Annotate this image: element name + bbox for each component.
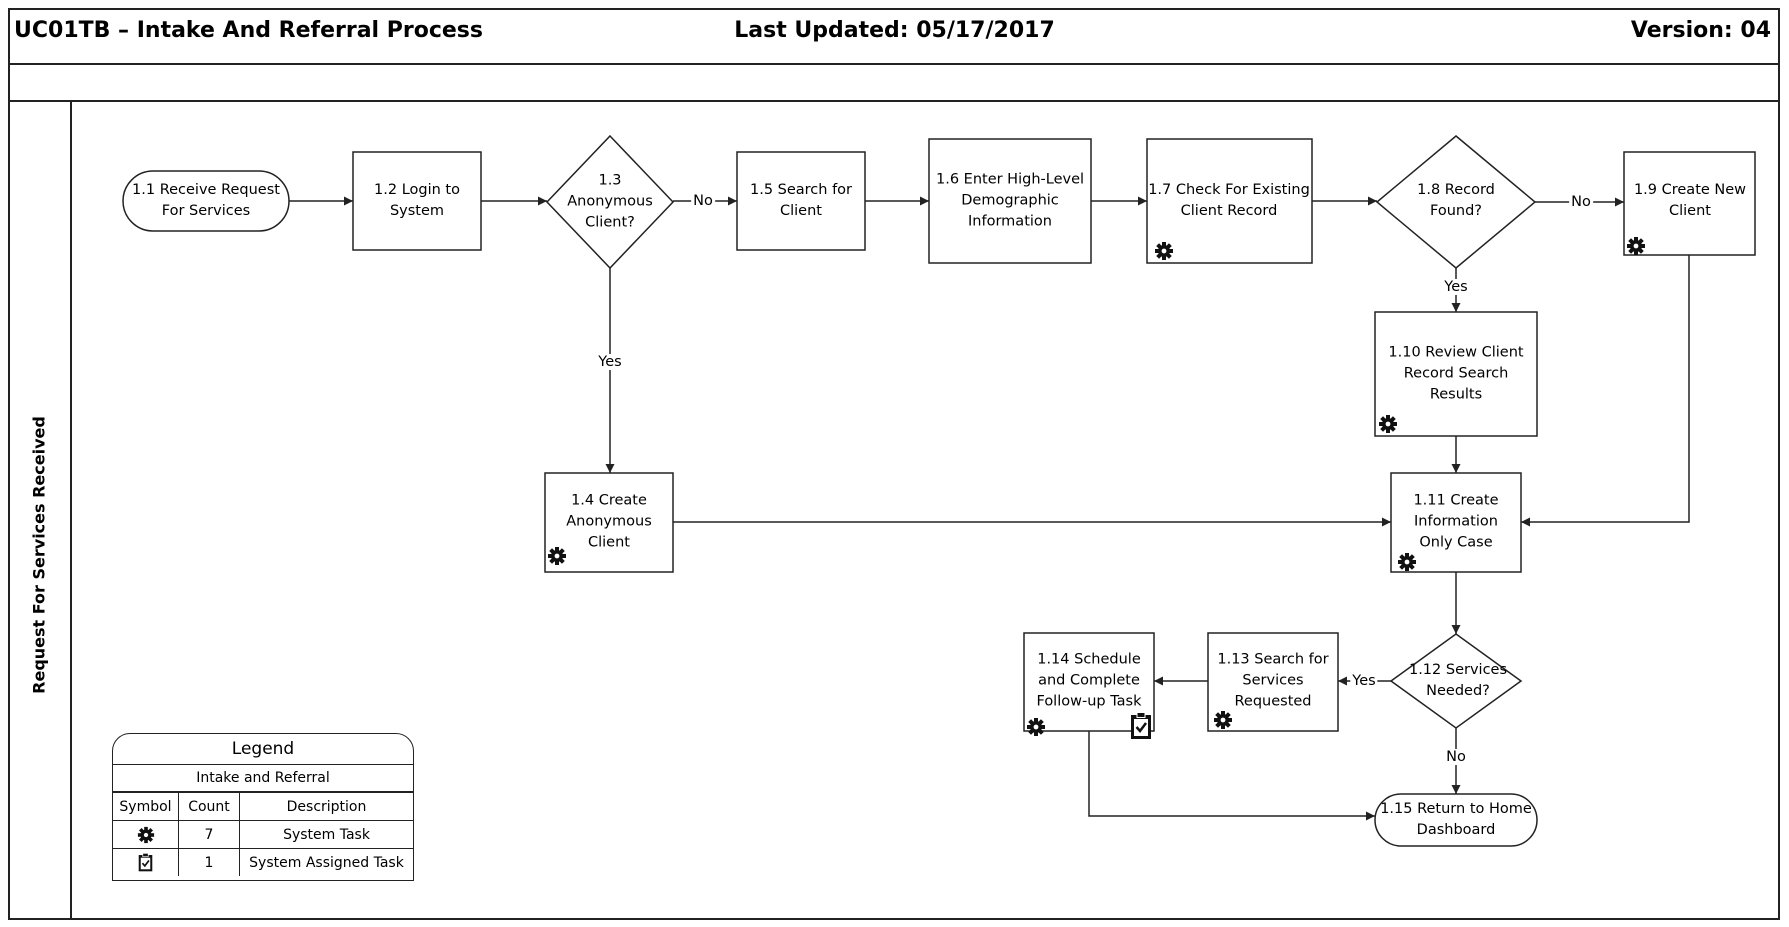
version: Version: 04 xyxy=(1630,18,1771,43)
edge-label-no-1-8: No xyxy=(1569,194,1593,210)
legend-description: System Task xyxy=(239,820,413,849)
legend: Legend Intake and Referral Symbol Count … xyxy=(112,733,414,881)
legend-symbol-cell xyxy=(113,848,179,876)
legend-table: Symbol Count Description 7 System Task 1… xyxy=(113,792,413,876)
gear-icon xyxy=(1027,718,1045,736)
subheader-divider xyxy=(8,100,1780,102)
node-1-4 xyxy=(544,472,674,573)
header-divider xyxy=(8,63,1780,65)
legend-header-count: Count xyxy=(178,792,240,821)
gear-icon xyxy=(1398,553,1416,571)
node-1-10 xyxy=(1374,311,1538,437)
diagram-frame xyxy=(8,8,1780,920)
edge-1-14-to-1-15 xyxy=(1088,731,1375,821)
gear-icon xyxy=(1627,237,1645,255)
clipboard-check-icon xyxy=(1131,712,1151,739)
node-1-9 xyxy=(1623,151,1756,256)
edge-label-yes-1-8: Yes xyxy=(1442,279,1470,295)
gear-icon xyxy=(1155,242,1173,260)
gear-icon xyxy=(137,826,154,843)
clipboard-check-icon xyxy=(138,853,153,872)
legend-row: 7 System Task xyxy=(113,820,413,849)
gear-icon xyxy=(1379,415,1397,433)
edge-label-yes-1-3: Yes xyxy=(596,354,624,370)
node-1-13 xyxy=(1207,632,1339,732)
legend-header-row: Symbol Count Description xyxy=(113,792,413,821)
legend-description: System Assigned Task xyxy=(239,848,413,876)
edge-label-no-1-3: No xyxy=(691,193,715,209)
edge-label-no-1-12: No xyxy=(1444,749,1468,765)
edge-1-9-to-1-11 xyxy=(1521,255,1690,527)
legend-subtitle: Intake and Referral xyxy=(113,765,413,792)
last-updated: Last Updated: 05/17/2017 xyxy=(734,18,1055,43)
legend-count: 7 xyxy=(178,820,240,849)
legend-header-symbol: Symbol xyxy=(113,792,179,821)
gear-icon xyxy=(1214,711,1232,729)
gear-icon xyxy=(548,547,566,565)
legend-title: Legend xyxy=(113,734,413,765)
lane-divider xyxy=(70,102,72,920)
legend-count: 1 xyxy=(178,848,240,876)
legend-symbol-cell xyxy=(113,820,179,849)
edge-label-yes-1-12: Yes xyxy=(1350,673,1378,689)
legend-row: 1 System Assigned Task xyxy=(113,848,413,876)
page-title: UC01TB – Intake And Referral Process xyxy=(14,18,483,43)
legend-header-description: Description xyxy=(239,792,413,821)
